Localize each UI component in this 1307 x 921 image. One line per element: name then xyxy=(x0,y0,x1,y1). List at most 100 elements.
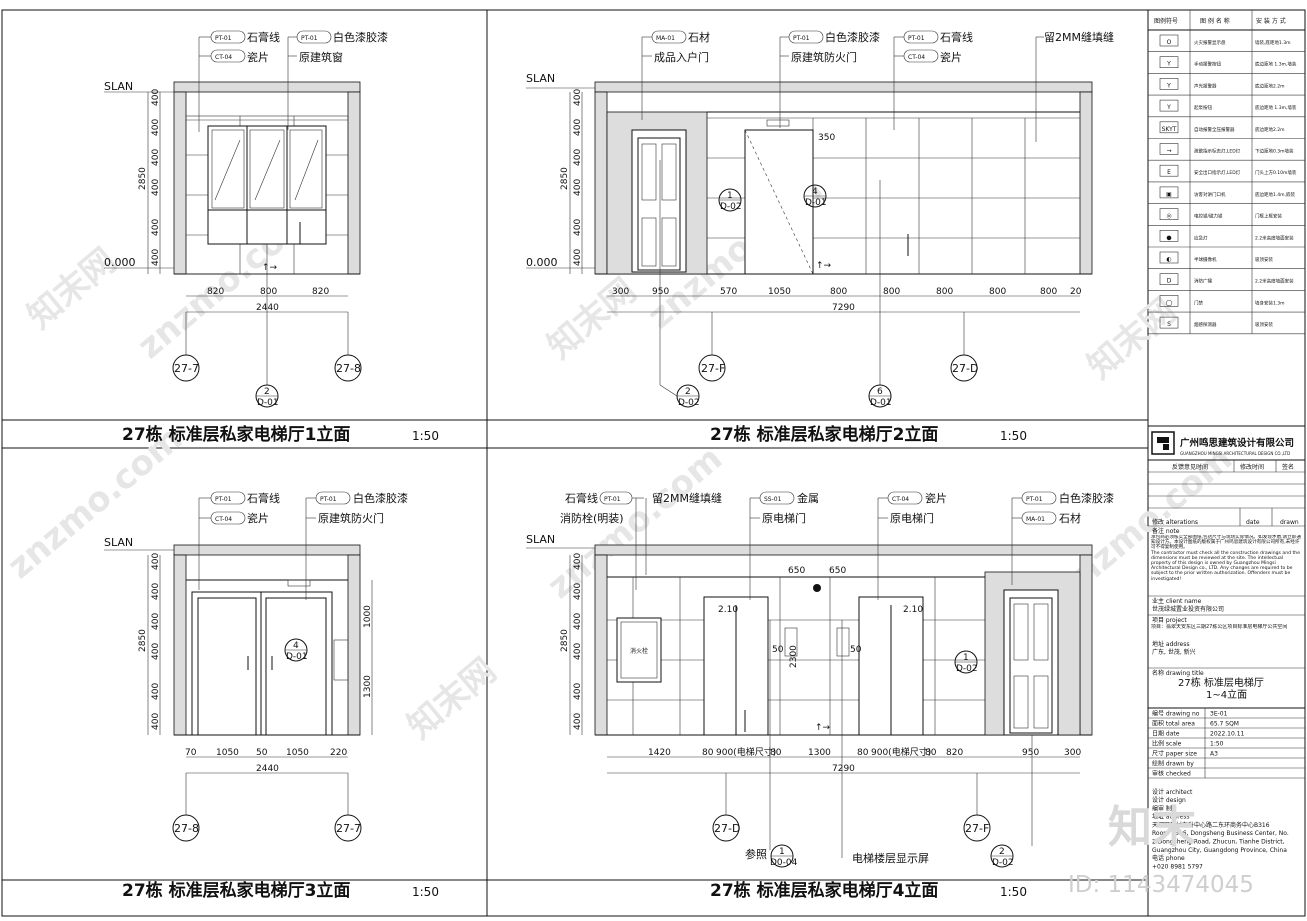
svg-text:石材: 石材 xyxy=(688,30,710,44)
svg-text:原建筑防火门: 原建筑防火门 xyxy=(318,511,384,525)
svg-text:CT-04: CT-04 xyxy=(215,54,232,61)
svg-text:PT-01: PT-01 xyxy=(793,35,810,42)
svg-text:PT-01: PT-01 xyxy=(320,496,337,503)
svg-text:1300: 1300 xyxy=(808,748,831,758)
svg-text:2850: 2850 xyxy=(560,629,570,652)
svg-text:↑→: ↑→ xyxy=(815,723,831,733)
legend-symbol-icon xyxy=(1159,208,1179,220)
architect-line: 天河区珠村东升中心路二东环商务中心B316 xyxy=(1152,821,1270,829)
field-key: 审核 checked xyxy=(1152,770,1191,778)
legend-name: 消防广播 xyxy=(1194,278,1212,285)
legend-symbol-icon xyxy=(1159,316,1179,329)
svg-text:图例符号: 图例符号 xyxy=(1154,17,1178,25)
svg-text:300: 300 xyxy=(1064,748,1081,758)
legend-symbol-icon xyxy=(1159,99,1179,112)
svg-text:安 装 方 式: 安 装 方 式 xyxy=(1256,17,1286,25)
svg-text:反馈意见时间: 反馈意见时间 xyxy=(1172,463,1208,471)
svg-text:400: 400 xyxy=(573,219,583,236)
svg-text:世茂绿城置业投资有限公司: 世茂绿城置业投资有限公司 xyxy=(1152,605,1224,613)
svg-text:1000: 1000 xyxy=(363,605,373,628)
legend-name: 火灾报警显示盘 xyxy=(1194,39,1226,46)
svg-text:800: 800 xyxy=(830,287,847,297)
svg-text:金属: 金属 xyxy=(797,491,819,505)
svg-text:D-02: D-02 xyxy=(678,398,700,408)
svg-text:400: 400 xyxy=(573,643,583,660)
title-block: 广州鸣思建筑设计有限公司 GUANGZHOU MINGSI ARCHITECTU… xyxy=(1148,425,1305,870)
svg-text:800: 800 xyxy=(1040,287,1057,297)
svg-text:2440: 2440 xyxy=(256,303,279,313)
elevation-1: ↑→ SLAN 0.000 400 400 400 400 400 400 28… xyxy=(104,30,388,408)
view-scale-1: 1:50 xyxy=(412,429,439,443)
legend-name: 门禁 xyxy=(1194,299,1203,306)
architect-line: 编审 制 xyxy=(1152,804,1172,812)
legend-name: 访客对讲门口机 xyxy=(1194,191,1226,198)
field-key: 比例 scale xyxy=(1152,740,1182,748)
svg-text:2850: 2850 xyxy=(560,167,570,190)
legend-install: 吸顶安装 xyxy=(1255,256,1273,263)
svg-text:石膏线: 石膏线 xyxy=(565,491,598,505)
legend-symbol: Y xyxy=(1166,82,1171,89)
svg-text:820: 820 xyxy=(207,287,224,297)
legend-symbol: D xyxy=(1167,278,1172,285)
elevation-3: SLAN 400 400 400 400 400 400 2850 1000 1… xyxy=(104,491,408,842)
field-key: 绘制 drawn by xyxy=(1152,760,1194,768)
svg-text:D-01: D-01 xyxy=(286,652,308,662)
svg-text:50: 50 xyxy=(772,645,784,655)
svg-text:↑→: ↑→ xyxy=(816,261,832,271)
svg-text:2850: 2850 xyxy=(138,629,148,652)
svg-text:1050: 1050 xyxy=(286,748,309,758)
svg-text:2: 2 xyxy=(685,387,691,397)
svg-text:D-02: D-02 xyxy=(992,858,1014,868)
svg-text:400: 400 xyxy=(151,119,161,136)
legend-symbol: SKYT xyxy=(1162,126,1177,133)
legend-install: 底边距地 1.3m,墙装 xyxy=(1255,104,1297,111)
legend-install: 底边距地 1.3m,墙装 xyxy=(1255,61,1297,68)
svg-text:MA-01: MA-01 xyxy=(656,35,675,42)
svg-text:原电梯门: 原电梯门 xyxy=(890,511,934,525)
svg-text:2: 2 xyxy=(999,847,1005,857)
legend-name: 烟感探测器 xyxy=(1194,321,1217,328)
svg-text:350: 350 xyxy=(818,133,835,143)
svg-text:瓷片: 瓷片 xyxy=(247,50,269,64)
svg-text:400: 400 xyxy=(573,89,583,106)
legend-symbol: ● xyxy=(1166,234,1171,241)
svg-text:7290: 7290 xyxy=(832,764,855,774)
svg-text:570: 570 xyxy=(720,287,737,297)
note-en: The contractor must check all the constr… xyxy=(1151,550,1301,582)
svg-text:2440: 2440 xyxy=(256,764,279,774)
svg-text:原建筑防火门: 原建筑防火门 xyxy=(791,50,857,64)
svg-text:PT-01: PT-01 xyxy=(908,35,925,42)
svg-text:27-D: 27-D xyxy=(714,822,740,835)
svg-text:图 例 名 称: 图 例 名 称 xyxy=(1200,17,1230,25)
svg-text:6: 6 xyxy=(877,387,883,397)
svg-text:石膏线: 石膏线 xyxy=(247,491,280,505)
architect-line: Room B316, Dongsheng Business Center, No… xyxy=(1152,830,1289,837)
architect-line: Guangzhou City, Guangdong Province, Chin… xyxy=(1152,847,1287,854)
svg-text:留2MM缝填缝: 留2MM缝填缝 xyxy=(1044,30,1114,44)
view-scale-2: 1:50 xyxy=(1000,429,1027,443)
svg-text:400: 400 xyxy=(151,249,161,266)
field-value: A3 xyxy=(1210,751,1218,758)
legend-symbol-icon xyxy=(1159,273,1179,286)
elevation-4: 消火栓 650 650 2.10 2.10 2300 50 50 ↑→ SLAN… xyxy=(526,491,1114,868)
svg-text:80: 80 xyxy=(925,748,937,758)
svg-text:广东, 世茂, 新兴: 广东, 世茂, 新兴 xyxy=(1152,648,1196,656)
svg-text:消火栓: 消火栓 xyxy=(630,647,648,655)
svg-text:400: 400 xyxy=(151,179,161,196)
svg-text:950: 950 xyxy=(1022,748,1039,758)
svg-text:1300: 1300 xyxy=(363,675,373,698)
svg-text:PT-01: PT-01 xyxy=(215,35,232,42)
svg-text:D-02: D-02 xyxy=(720,202,742,212)
drawing-title: 27栋 标准层电梯厅 xyxy=(1178,676,1264,689)
svg-text:消防栓(明装): 消防栓(明装) xyxy=(560,511,624,525)
svg-text:SS-01: SS-01 xyxy=(764,496,782,503)
legend-symbol: Y xyxy=(1166,61,1171,68)
svg-text:PT-01: PT-01 xyxy=(301,35,318,42)
svg-text:CT-04: CT-04 xyxy=(908,54,925,61)
svg-text:1050: 1050 xyxy=(768,287,791,297)
legend-symbol: S xyxy=(1167,321,1171,328)
axis-27-7: 27-7 xyxy=(174,362,199,375)
company-name: 广州鸣思建筑设计有限公司 xyxy=(1180,437,1294,449)
field-key: 编号 drawing no xyxy=(1152,710,1200,718)
svg-text:400: 400 xyxy=(151,149,161,166)
